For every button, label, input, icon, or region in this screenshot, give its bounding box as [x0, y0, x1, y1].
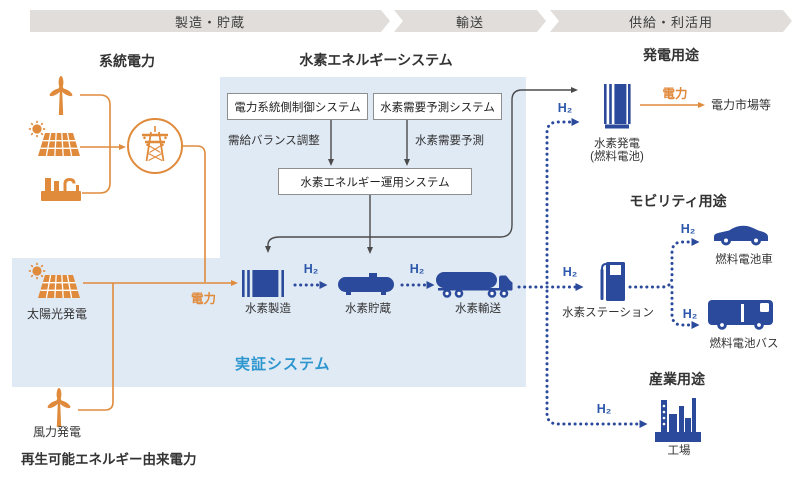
- power-label-right: 電力: [662, 87, 688, 101]
- control-system-label: 電力系統側制御システム: [234, 101, 361, 114]
- control-system-box: 電力系統側制御システム: [227, 93, 368, 120]
- industry-title: 産業用途: [649, 371, 705, 387]
- fuel-cell-car-icon: [714, 225, 768, 246]
- transmission-tower-icon: [127, 118, 183, 174]
- forecast-system-box: 水素需要予測システム: [373, 93, 502, 120]
- stage-label: 輸送: [455, 14, 484, 30]
- renewable-caption: 再生可能エネルギー由来電力: [21, 452, 197, 467]
- h2-label-1: H₂: [303, 262, 319, 276]
- h2-label-6: H₂: [682, 307, 698, 321]
- hydrogen-station-icon: [600, 262, 625, 301]
- hydrogen-generation-label: 水素発電: [594, 138, 640, 150]
- factory-label: 工場: [667, 445, 691, 457]
- station-label: 水素ステーション: [562, 307, 654, 319]
- industrial-factory-icon: [655, 398, 701, 442]
- production-label: 水素製造: [245, 303, 291, 315]
- fuel-cell-icon: [604, 84, 631, 129]
- factory-source-icon: [41, 177, 81, 201]
- h2-label-5: H₂: [680, 222, 696, 236]
- wind-power-icon: [47, 388, 71, 427]
- hydrogen-system-panel: [220, 77, 526, 387]
- hydrogen-tank-icon: [338, 273, 394, 295]
- balance-label: 需給バランス調整: [228, 135, 320, 147]
- operation-system-box: 水素エネルギー運用システム: [278, 168, 472, 195]
- h2-to-generation: [545, 118, 580, 285]
- h2-station-to-car: [628, 238, 700, 289]
- stage-manufacture-storage: 製造・貯蔵: [30, 10, 390, 32]
- solar-panel-icon: [28, 120, 80, 157]
- fuel-cell-bus-icon: [708, 300, 773, 330]
- mobility-title: モビリティ用途: [629, 193, 727, 209]
- operation-system-label: 水素エネルギー運用システム: [300, 176, 450, 189]
- stage-label: 供給・利活用: [628, 14, 713, 30]
- hydrogen-production-icon: [242, 270, 284, 297]
- solar-power-icon: [28, 262, 80, 299]
- power-label-left: 電力: [191, 292, 217, 306]
- grid-power-title: 系統電力: [99, 53, 155, 69]
- line-wind-factory-junction: [80, 94, 111, 194]
- solar-label: 太陽光発電: [27, 307, 88, 321]
- forecast-system-label: 水素需要予測システム: [380, 101, 495, 114]
- chevron-gap: [546, 10, 550, 32]
- demo-system-label: 実証システム: [235, 356, 331, 373]
- wind-turbine-icon: [49, 76, 73, 115]
- power-market-label: 電力市場等: [711, 98, 772, 112]
- process-bar: 製造・貯蔵 輸送 供給・利活用: [30, 10, 792, 32]
- car-label: 燃料電池車: [715, 254, 773, 266]
- stage-label: 製造・貯蔵: [174, 14, 245, 30]
- bus-label: 燃料電池バス: [709, 338, 779, 350]
- demand-forecast-label: 水素需要予測: [415, 135, 484, 147]
- stage-supply-use: 供給・利活用: [550, 10, 792, 32]
- hydrogen-system-title: 水素エネルギーシステム: [299, 52, 453, 68]
- h2-label-4: H₂: [557, 101, 573, 115]
- hydrogen-generation-sub: (燃料電池): [590, 151, 644, 163]
- tanker-truck-icon: [436, 272, 513, 298]
- h2-label-7: H₂: [596, 402, 612, 416]
- storage-label: 水素貯蔵: [345, 303, 391, 315]
- h2-label-3: H₂: [562, 265, 578, 279]
- stage-transport: 輸送: [394, 10, 546, 32]
- transport-label: 水素輸送: [455, 303, 501, 315]
- power-use-title: 発電用途: [643, 47, 699, 63]
- wind-label: 風力発電: [33, 425, 82, 439]
- h2-label-2: H₂: [409, 262, 425, 276]
- chevron-gap: [390, 10, 394, 32]
